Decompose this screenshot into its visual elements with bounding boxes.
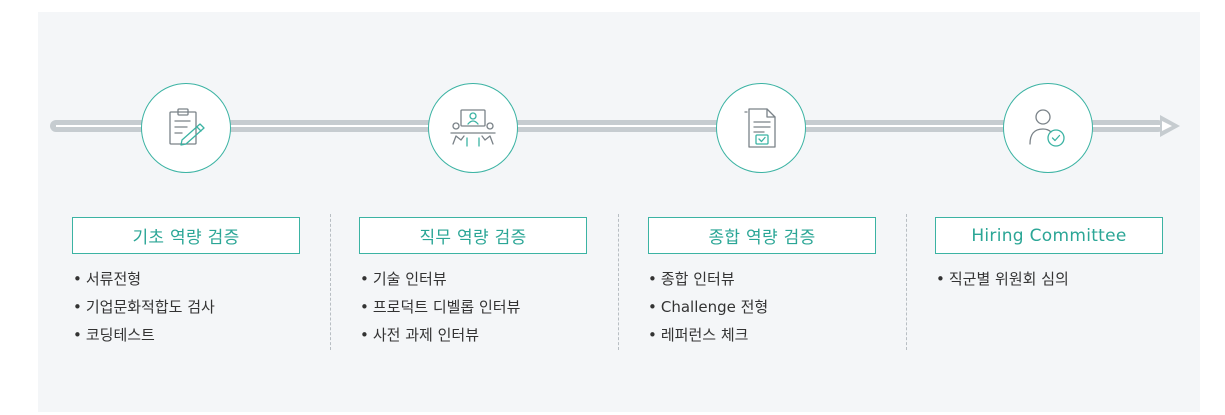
step-1-list: 서류전형 기업문화적합도 검사 코딩테스트 <box>73 265 215 349</box>
list-item: 레퍼런스 체크 <box>648 321 768 349</box>
divider <box>906 214 907 350</box>
clipboard-pencil-icon <box>141 83 231 173</box>
interview-people-icon <box>428 83 518 173</box>
list-item: 사전 과제 인터뷰 <box>360 321 520 349</box>
list-item: 코딩테스트 <box>73 321 215 349</box>
step-label-2: 직무 역량 검증 <box>359 217 587 254</box>
user-check-icon <box>1003 83 1093 173</box>
document-check-icon <box>716 83 806 173</box>
list-item: 종합 인터뷰 <box>648 265 768 293</box>
list-item: 서류전형 <box>73 265 215 293</box>
divider <box>330 214 331 350</box>
list-item: 직군별 위원회 심의 <box>936 265 1069 293</box>
list-item: 프로덕트 디벨롭 인터뷰 <box>360 293 521 321</box>
list-item: 기술 인터뷰 <box>360 265 520 293</box>
step-4-list: 직군별 위원회 심의 <box>936 265 1069 293</box>
list-item: 기업문화적합도 검사 <box>73 293 215 321</box>
timeline-track <box>50 113 1188 137</box>
divider <box>618 214 619 350</box>
step-3-list: 종합 인터뷰 Challenge 전형 레퍼런스 체크 <box>648 265 768 349</box>
step-label-1: 기초 역량 검증 <box>72 217 300 254</box>
process-panel <box>38 12 1200 412</box>
step-label-3: 종합 역량 검증 <box>648 217 876 254</box>
step-label-4: Hiring Committee <box>935 217 1163 254</box>
step-2-list: 기술 인터뷰 프로덕트 디벨롭 인터뷰 사전 과제 인터뷰 <box>360 265 521 349</box>
list-item: Challenge 전형 <box>648 293 768 321</box>
